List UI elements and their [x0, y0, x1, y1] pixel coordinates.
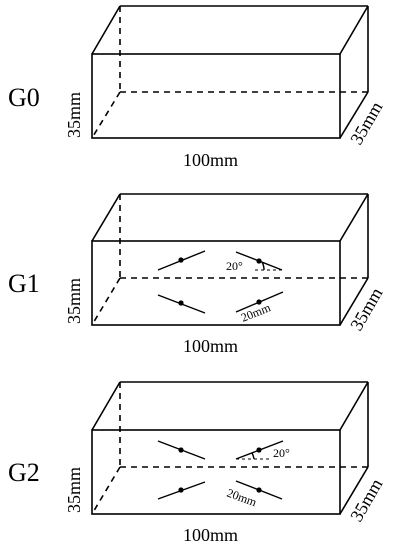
edge [339, 91, 369, 139]
group-label: G2 [8, 458, 40, 487]
height-label: 35mm [64, 278, 84, 324]
edge [91, 193, 121, 242]
hidden-edge [91, 91, 121, 139]
height-label: 35mm [64, 467, 84, 513]
edge [339, 466, 369, 515]
crack-length-label: 20mm [225, 486, 259, 510]
specimen-g0: G0 100mm 35mm 35mm [8, 5, 386, 170]
edge [339, 5, 369, 55]
crack-center [178, 257, 184, 263]
length-label: 100mm [183, 525, 238, 545]
edge [91, 381, 121, 431]
specimen-g1: G1 100mm 35mm 35mm 20° 20mm [8, 193, 386, 356]
depth-label: 35mm [346, 98, 386, 148]
crack-center [178, 487, 184, 493]
edge [91, 5, 121, 55]
depth-label: 35mm [346, 475, 386, 525]
front-face [91, 429, 341, 515]
hidden-edge [91, 466, 121, 515]
crack-center [256, 447, 262, 453]
angle-label: 20° [273, 446, 290, 460]
crack-center [256, 299, 262, 305]
crack-center [256, 487, 262, 493]
edge [339, 277, 369, 326]
angle-arc [251, 452, 255, 460]
group-label: G1 [8, 269, 40, 298]
angle-label: 20° [226, 259, 243, 273]
specimen-g2: G2 100mm 35mm 35mm 20° 20mm [8, 381, 386, 545]
front-face [91, 240, 341, 326]
length-label: 100mm [183, 150, 238, 170]
front-face [91, 53, 341, 139]
height-label: 35mm [64, 92, 84, 138]
angle-arc [261, 261, 265, 271]
depth-label: 35mm [346, 284, 386, 334]
edge [339, 193, 369, 242]
edge [339, 381, 369, 431]
group-label: G0 [8, 83, 40, 112]
length-label: 100mm [183, 336, 238, 356]
crack-center [178, 300, 184, 306]
crack-center [256, 258, 262, 264]
hidden-edge [91, 277, 121, 326]
crack-center [178, 447, 184, 453]
